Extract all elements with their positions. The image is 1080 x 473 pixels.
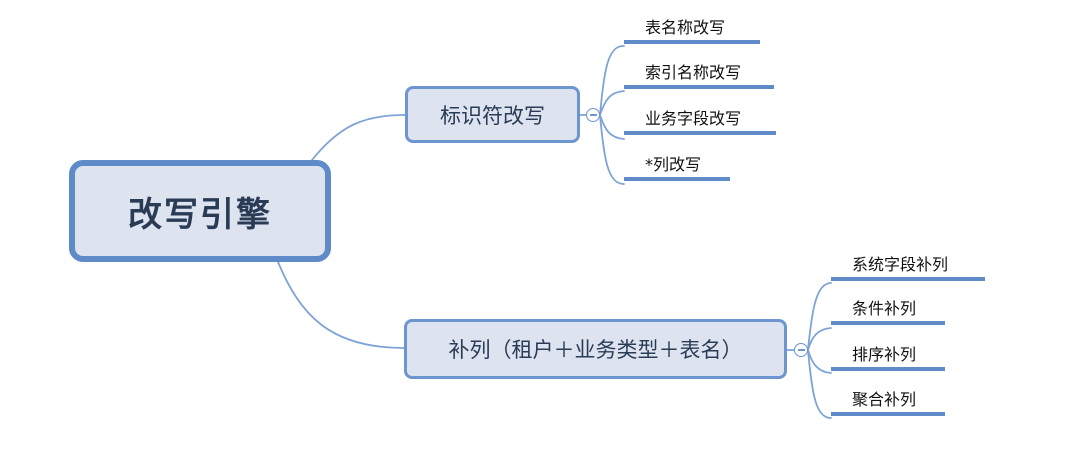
- connector-leaf-5: [807, 282, 832, 351]
- connector-root-to-branch-2: [277, 261, 405, 349]
- leaf-node[interactable]: 系统字段补列: [831, 253, 985, 281]
- branch-node-identifier-rewrite[interactable]: 标识符改写: [405, 86, 580, 143]
- leaf-node[interactable]: 聚合补列: [831, 388, 945, 416]
- leaf-node[interactable]: 排序补列: [831, 343, 945, 371]
- leaf-node[interactable]: 业务字段改写: [624, 107, 776, 135]
- connector-leaf-2: [599, 90, 625, 116]
- leaf-node[interactable]: 条件补列: [831, 297, 945, 325]
- connector-leaf-7: [807, 349, 832, 374]
- connector-leaf-4: [599, 114, 625, 185]
- connector-leaf-8: [807, 349, 832, 419]
- leaf-node[interactable]: 表名称改写: [624, 16, 760, 44]
- collapse-toggle-icon[interactable]: [586, 108, 600, 122]
- connector-leaf-3: [599, 114, 625, 140]
- connector-root-to-branch-1: [311, 114, 406, 161]
- leaf-node[interactable]: 索引名称改写: [624, 61, 774, 89]
- root-node[interactable]: 改写引擎: [69, 160, 331, 262]
- connector-leaf-1: [599, 45, 625, 116]
- branch-node-column-completion[interactable]: 补列（租户＋业务类型＋表名）: [404, 319, 787, 379]
- leaf-node[interactable]: *列改写: [624, 153, 730, 181]
- connector-leaf-6: [807, 327, 832, 351]
- collapse-toggle-icon[interactable]: [794, 343, 808, 357]
